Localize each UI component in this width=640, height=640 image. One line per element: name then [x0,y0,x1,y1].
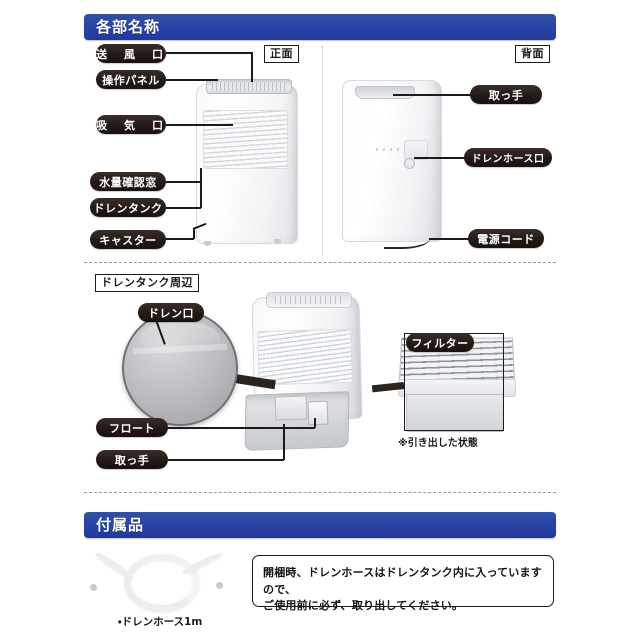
callout-filter: フィルター [406,333,474,352]
callout-front-caster-label: キャスター [99,233,157,247]
callout-front-water-level-window-label: 水量確認窓 [99,175,157,189]
rear-power-cord [384,231,430,249]
callout-rear-handle-label: 取っ手 [488,88,524,102]
rear-unit-illustration [342,80,442,242]
callout-front-control-panel-label: 操作パネル [102,73,160,87]
leader-front-air-outlet [166,52,252,54]
view-label-front: 正面 [264,45,299,63]
rear-handle-recess [355,86,415,99]
leader-rear-handle [393,94,471,96]
leader-rear-drain-port [414,157,465,159]
front-air-intake-grille [203,110,288,169]
leader-front-drain-tank [166,207,201,209]
leader-front-caster-rise [193,228,195,239]
hose-end-left [90,584,97,591]
callout-tank-float: フロート [96,418,168,437]
hose-tail-left [93,550,135,581]
section-header-parts-label: 各部名称 [96,17,161,36]
mid-unit-top-outlet [266,292,352,308]
section-divider-top [84,262,556,263]
callout-tank-handle-label: 取っ手 [114,453,150,467]
leader-tank-float [168,427,315,429]
front-caster-right [274,239,281,244]
callout-rear-power-cord-label: 電源コード [477,232,535,246]
leader-front-water-window [166,181,201,183]
callout-front-control-panel: 操作パネル [96,70,166,89]
callout-tank-drain-port-label: ドレン口 [148,306,194,320]
drain-port-magnifier [122,310,238,426]
hose-coil [124,554,200,612]
leader-tank-float-rise [314,418,316,428]
view-label-rear: 背面 [515,45,550,63]
leader-front-air-outlet-drop [251,52,253,82]
leader-front-control-panel [166,79,218,81]
section-header-parts: 各部名称 [84,14,556,40]
leader-front-drain-tank-rise [200,181,202,208]
callout-front-air-outlet-label: 送 風 口 [96,47,166,61]
callout-front-drain-tank-label: ドレンタンク [93,201,163,215]
callout-front-air-intake: 吸 気 口 [96,115,166,134]
callout-front-drain-tank: ドレンタンク [90,198,166,217]
leader-front-water-window-rise [200,168,202,182]
hose-note-box: 開梱時、ドレンホースはドレンタンク内に入っていますので、 ご使用前に必ず、取り出… [252,555,554,612]
section-header-accessories-label: 付属品 [96,515,145,534]
section-header-accessories: 付属品 [84,512,556,538]
callout-tank-drain-port: ドレン口 [138,303,204,322]
callout-tank-float-label: フロート [109,421,155,435]
callout-rear-drain-hose-port-label: ドレンホース口 [471,154,545,165]
view-label-tank-area: ドレンタンク周辺 [95,274,199,292]
mid-unit-intake-grille [257,328,353,386]
leader-tank-handle [168,459,284,461]
hose-note-line2: ご使用前に必ず、取り出してください。 [263,599,464,612]
view-divider [322,46,323,256]
rear-service-plate [404,140,428,160]
callout-rear-handle: 取っ手 [470,85,542,104]
callout-front-air-intake-label: 吸 気 口 [96,118,166,132]
accessory-caption: ・ドレンホース1m [118,616,203,628]
filter-state-note: ※引き出した状態 [398,438,478,449]
drain-tank-float [307,400,329,426]
leader-tank-handle-rise [283,424,285,460]
callout-filter-label: フィルター [411,336,469,350]
drain-tank-inner-wall [274,395,308,421]
rear-vent-dots [376,148,402,151]
front-caster-left [204,241,211,246]
hose-note-line1: 開梱時、ドレンホースはドレンタンク内に入っていますので、 [263,566,542,596]
leader-front-caster [166,238,194,240]
filter-tray [406,394,504,432]
leader-rear-power-cord [429,238,469,240]
hose-end-right [216,582,223,589]
rear-drain-hose-port [404,158,415,169]
section-divider-bottom [84,492,556,493]
callout-rear-power-cord: 電源コード [468,229,544,248]
callout-front-air-outlet: 送 風 口 [96,44,166,63]
callout-tank-handle: 取っ手 [96,450,168,469]
front-air-outlet [206,79,292,94]
drain-hose-illustration [88,548,248,612]
callout-front-caster: キャスター [90,230,166,249]
callout-rear-drain-hose-port: ドレンホース口 [464,148,552,167]
leader-front-air-intake [166,124,233,126]
callout-front-water-level-window: 水量確認窓 [90,172,166,191]
